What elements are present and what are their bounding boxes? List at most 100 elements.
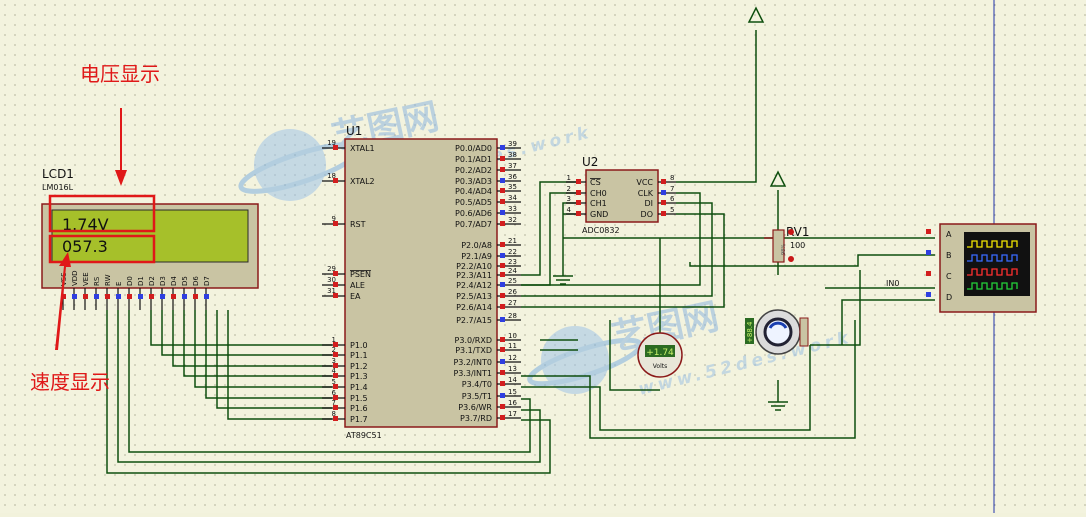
pot-ref: RV1 [786, 225, 810, 239]
mcu-pin-number: 21 [508, 237, 517, 245]
motor[interactable]: +88.4 [745, 309, 809, 355]
power-arrow-icon [769, 170, 787, 187]
lcd-pin-label: E [115, 282, 123, 286]
pin-marker [576, 179, 581, 184]
ground-icon [553, 264, 573, 285]
pin-marker [127, 294, 132, 299]
pot-decrease-button[interactable] [788, 256, 794, 262]
pin-marker [333, 384, 338, 389]
pin-marker [500, 156, 505, 161]
mcu-pin-number: 30 [327, 276, 336, 284]
pin-marker [72, 294, 77, 299]
mcu-pin-number: 19 [327, 139, 336, 147]
adc-pin-label: CS [590, 178, 601, 187]
pin-marker [182, 294, 187, 299]
adc-pin-number: 8 [670, 174, 674, 182]
mcu-pin-label: P2.4/A12 [456, 281, 492, 290]
lcd-pins: VSSVDDVEERSRWED0D1D2D3D4D5D6D7 [60, 270, 211, 310]
pin-marker [333, 221, 338, 226]
pin-marker [500, 347, 505, 352]
lcd-ref: LCD1 [42, 167, 74, 181]
motor-counter: +88.4 [746, 321, 754, 343]
pin-marker [83, 294, 88, 299]
mcu-pin-number: 26 [508, 288, 517, 296]
arrow-down-icon [115, 108, 127, 186]
pin-marker [500, 304, 505, 309]
adc-pin-number: 3 [567, 195, 571, 203]
pin-marker [576, 190, 581, 195]
mcu-pin-label: XTAL1 [350, 144, 375, 153]
adc-pin-number: 7 [670, 185, 674, 193]
lcd-line-1: 1.74V [62, 215, 109, 234]
voltmeter-reading: +1.74 [646, 348, 674, 358]
mcu-pin-label: P2.0/A8 [461, 241, 492, 250]
pin-marker [661, 200, 666, 205]
pin-marker [661, 190, 666, 195]
mcu-pin-label: P0.7/AD7 [455, 220, 492, 229]
adc-pin-label: CLK [638, 189, 654, 198]
adc-pin-label: DO [641, 210, 653, 219]
mcu-pin-number: 27 [508, 299, 517, 307]
mcu-pin-number: 13 [508, 365, 517, 373]
mcu-pin-number: 33 [508, 205, 517, 213]
pin-marker [333, 145, 338, 150]
mcu-pin-number: 36 [508, 173, 517, 181]
mcu-pin-label: P1.1 [350, 351, 368, 360]
adc-pin-number: 1 [567, 174, 571, 182]
pin-marker [500, 415, 505, 420]
lcd-pin-label: D3 [159, 276, 167, 286]
adc-part: ADC0832 [582, 226, 620, 235]
pin-marker [926, 250, 931, 255]
adc-pin-number: 6 [670, 195, 675, 203]
mcu-pin-label: P0.0/AD0 [455, 144, 492, 153]
pin-marker [333, 271, 338, 276]
pin-marker [171, 294, 176, 299]
pin-marker [661, 211, 666, 216]
pot-value: 100 [790, 241, 805, 250]
scope-channel-label: D [946, 293, 952, 302]
mcu-pin-number: 31 [327, 287, 336, 295]
pin-marker [500, 221, 505, 226]
pin-marker [500, 370, 505, 375]
mcu-pin-label: P1.7 [350, 415, 368, 424]
pin-marker [500, 272, 505, 277]
ground-icon [768, 398, 788, 411]
pin-marker [333, 416, 338, 421]
mcu-pin-label: P2.6/A14 [456, 303, 492, 312]
mcu-pin-number: 28 [508, 312, 517, 320]
mcu-pin-label: P1.3 [350, 372, 368, 381]
mcu-pin-label: P2.5/A13 [456, 292, 492, 301]
pin-marker [500, 359, 505, 364]
pin-marker [500, 263, 505, 268]
mcu-ref: U1 [346, 124, 362, 138]
mcu-pin-label: P1.4 [350, 383, 368, 392]
mcu-part: AT89C51 [346, 431, 382, 440]
lcd-component[interactable]: LCD1 LM016L 1.74V 057.3 VSSVDDVEERSRWED0… [41, 167, 259, 310]
mcu-pin-label: P3.5/T1 [462, 392, 492, 401]
pin-marker [661, 179, 666, 184]
mcu-component[interactable]: U1 AT89C51 19XTAL118XTAL29RST29PSEN30ALE… [322, 124, 521, 440]
lcd-pin-label: VEE [82, 272, 90, 286]
pin-marker [333, 363, 338, 368]
mcu-pin-label: EA [350, 292, 361, 301]
mcu-pin-number: 34 [508, 194, 517, 202]
potentiometer[interactable]: RV1 100 98% [764, 225, 810, 263]
mcu-pin-label: P2.2/A10 [456, 262, 492, 271]
lcd-pin-label: D6 [192, 276, 200, 286]
lcd-pin-label: D4 [170, 276, 178, 286]
voltmeter: +1.74 Volts [637, 332, 683, 378]
mcu-pin-label: XTAL2 [350, 177, 375, 186]
pin-marker [138, 294, 143, 299]
pin-marker [193, 294, 198, 299]
pin-marker [576, 211, 581, 216]
lcd-pin-label: D5 [181, 276, 189, 286]
pot-increase-button[interactable] [788, 229, 794, 235]
scope-net-label: IN0 [886, 279, 899, 288]
mcu-pin-number: 39 [508, 140, 517, 148]
highlight-box-speed [48, 234, 156, 264]
